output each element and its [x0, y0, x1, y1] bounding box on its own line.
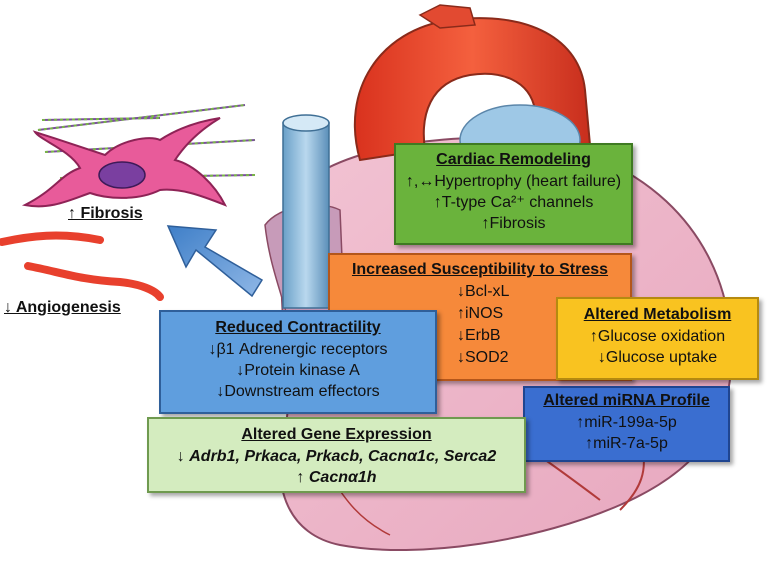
reduced-contractility-box: Reduced Contractility ↓β1 Adrenergic rec…	[159, 310, 437, 414]
box-title: Cardiac Remodeling	[436, 151, 591, 168]
vena-cava	[282, 114, 330, 309]
gene-list: Cacnα1h	[308, 469, 377, 486]
box-title: Altered Metabolism	[583, 306, 732, 323]
box-line: ↓ErbB	[457, 327, 501, 344]
fibroblast-cell-icon	[21, 104, 256, 208]
cardiac-remodeling-box: Cardiac Remodeling ↑,↔Hypertrophy (heart…	[394, 143, 633, 245]
angiogenesis-label-text: ↓ Angiogenesis	[4, 299, 121, 316]
box-line: ↑,↔Hypertrophy (heart failure)	[405, 173, 622, 190]
box-line: ↓Glucose uptake	[597, 349, 718, 366]
box-line: ↑miR-199a-5p	[576, 414, 677, 431]
gene-line-down: ↓ Adrb1, Prkaca, Prkacb, Cacnα1c, Serca2	[149, 446, 524, 467]
blood-vessel-icon	[0, 231, 164, 301]
altered-mirna-box: Altered miRNA Profile ↑miR-199a-5p ↑miR-…	[523, 386, 730, 462]
box-title: Increased Susceptibility to Stress	[351, 261, 609, 278]
box-line: ↓Downstream effectors	[216, 383, 380, 400]
fibrosis-label-text: ↑ Fibrosis	[68, 205, 143, 222]
box-line: ↓β1 Adrenergic receptors	[208, 341, 388, 358]
angiogenesis-label: ↓ Angiogenesis	[4, 299, 121, 317]
up-arrow-icon: ↑	[296, 469, 305, 486]
aorta	[353, 4, 592, 176]
box-title: Altered Gene Expression	[241, 426, 432, 443]
box-title: Reduced Contractility	[215, 319, 381, 336]
box-line: ↓SOD2	[457, 349, 509, 366]
box-line: ↓Protein kinase A	[236, 362, 360, 379]
gene-list: Adrb1, Prkaca, Prkacb, Cacnα1c, Serca2	[189, 448, 497, 465]
box-line: ↑miR-7a-5p	[585, 435, 668, 452]
altered-metabolism-box: Altered Metabolism ↑Glucose oxidation ↓G…	[556, 297, 759, 380]
box-line: ↑iNOS	[457, 305, 504, 322]
box-line: ↓Bcl-xL	[457, 283, 510, 300]
gene-line-up: ↑ Cacnα1h	[149, 467, 524, 488]
box-line: ↑T-type Ca²⁺ channels	[433, 194, 594, 211]
altered-gene-expression-box: Altered Gene Expression ↓ Adrb1, Prkaca,…	[147, 417, 526, 493]
box-line: ↑Glucose oxidation	[589, 328, 726, 345]
down-arrow-icon: ↓	[176, 448, 185, 465]
box-line: ↑Fibrosis	[481, 215, 546, 232]
fibrosis-label: ↑ Fibrosis	[68, 205, 143, 223]
box-title: Altered miRNA Profile	[543, 392, 710, 409]
arrow-icon	[166, 225, 264, 298]
